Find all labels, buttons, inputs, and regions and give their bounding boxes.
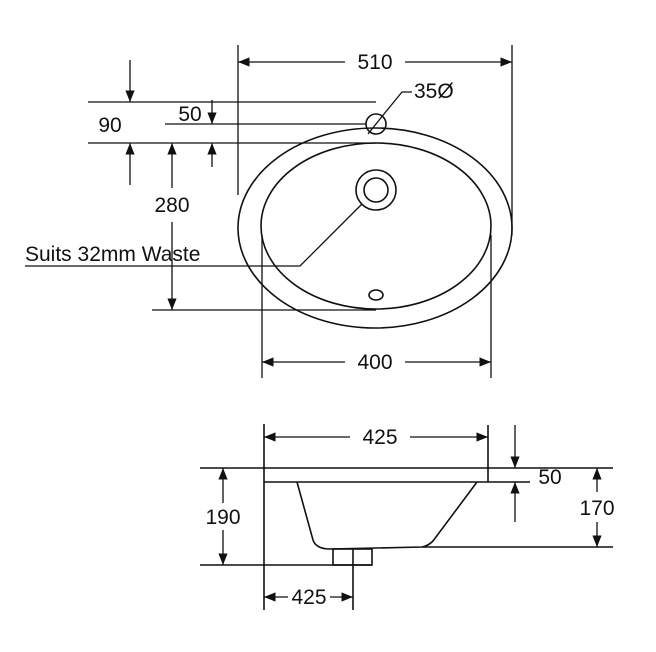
dim-tap-hole: 35Ø [414,80,454,103]
side-view: 425 50 190 170 425 [200,424,615,610]
basin-bowl [260,142,492,310]
dim-tap-offset: 50 [178,103,201,126]
dim-basin-width: 400 [357,351,392,374]
top-view: 510 35Ø 90 50 280 Suits 32mm Waste 400 [25,45,513,378]
dim-bowl-depth: 170 [579,497,614,520]
dim-overall-width: 510 [357,51,392,74]
dim-waste-offset: 425 [291,586,326,609]
dim-rim-depth: 90 [98,114,121,137]
dim-top-width: 425 [362,426,397,449]
bowl-profile [296,481,478,550]
overflow-hole [368,289,384,301]
dim-basin-length: 280 [154,194,189,217]
basin-outer-rim [237,127,513,329]
waste-outlet-inner [363,177,389,203]
dim-overall-height: 190 [205,506,240,529]
waste-note: Suits 32mm Waste [25,243,200,266]
waste-outlet-outer [355,169,397,211]
dim-rim-thickness: 50 [538,466,561,489]
